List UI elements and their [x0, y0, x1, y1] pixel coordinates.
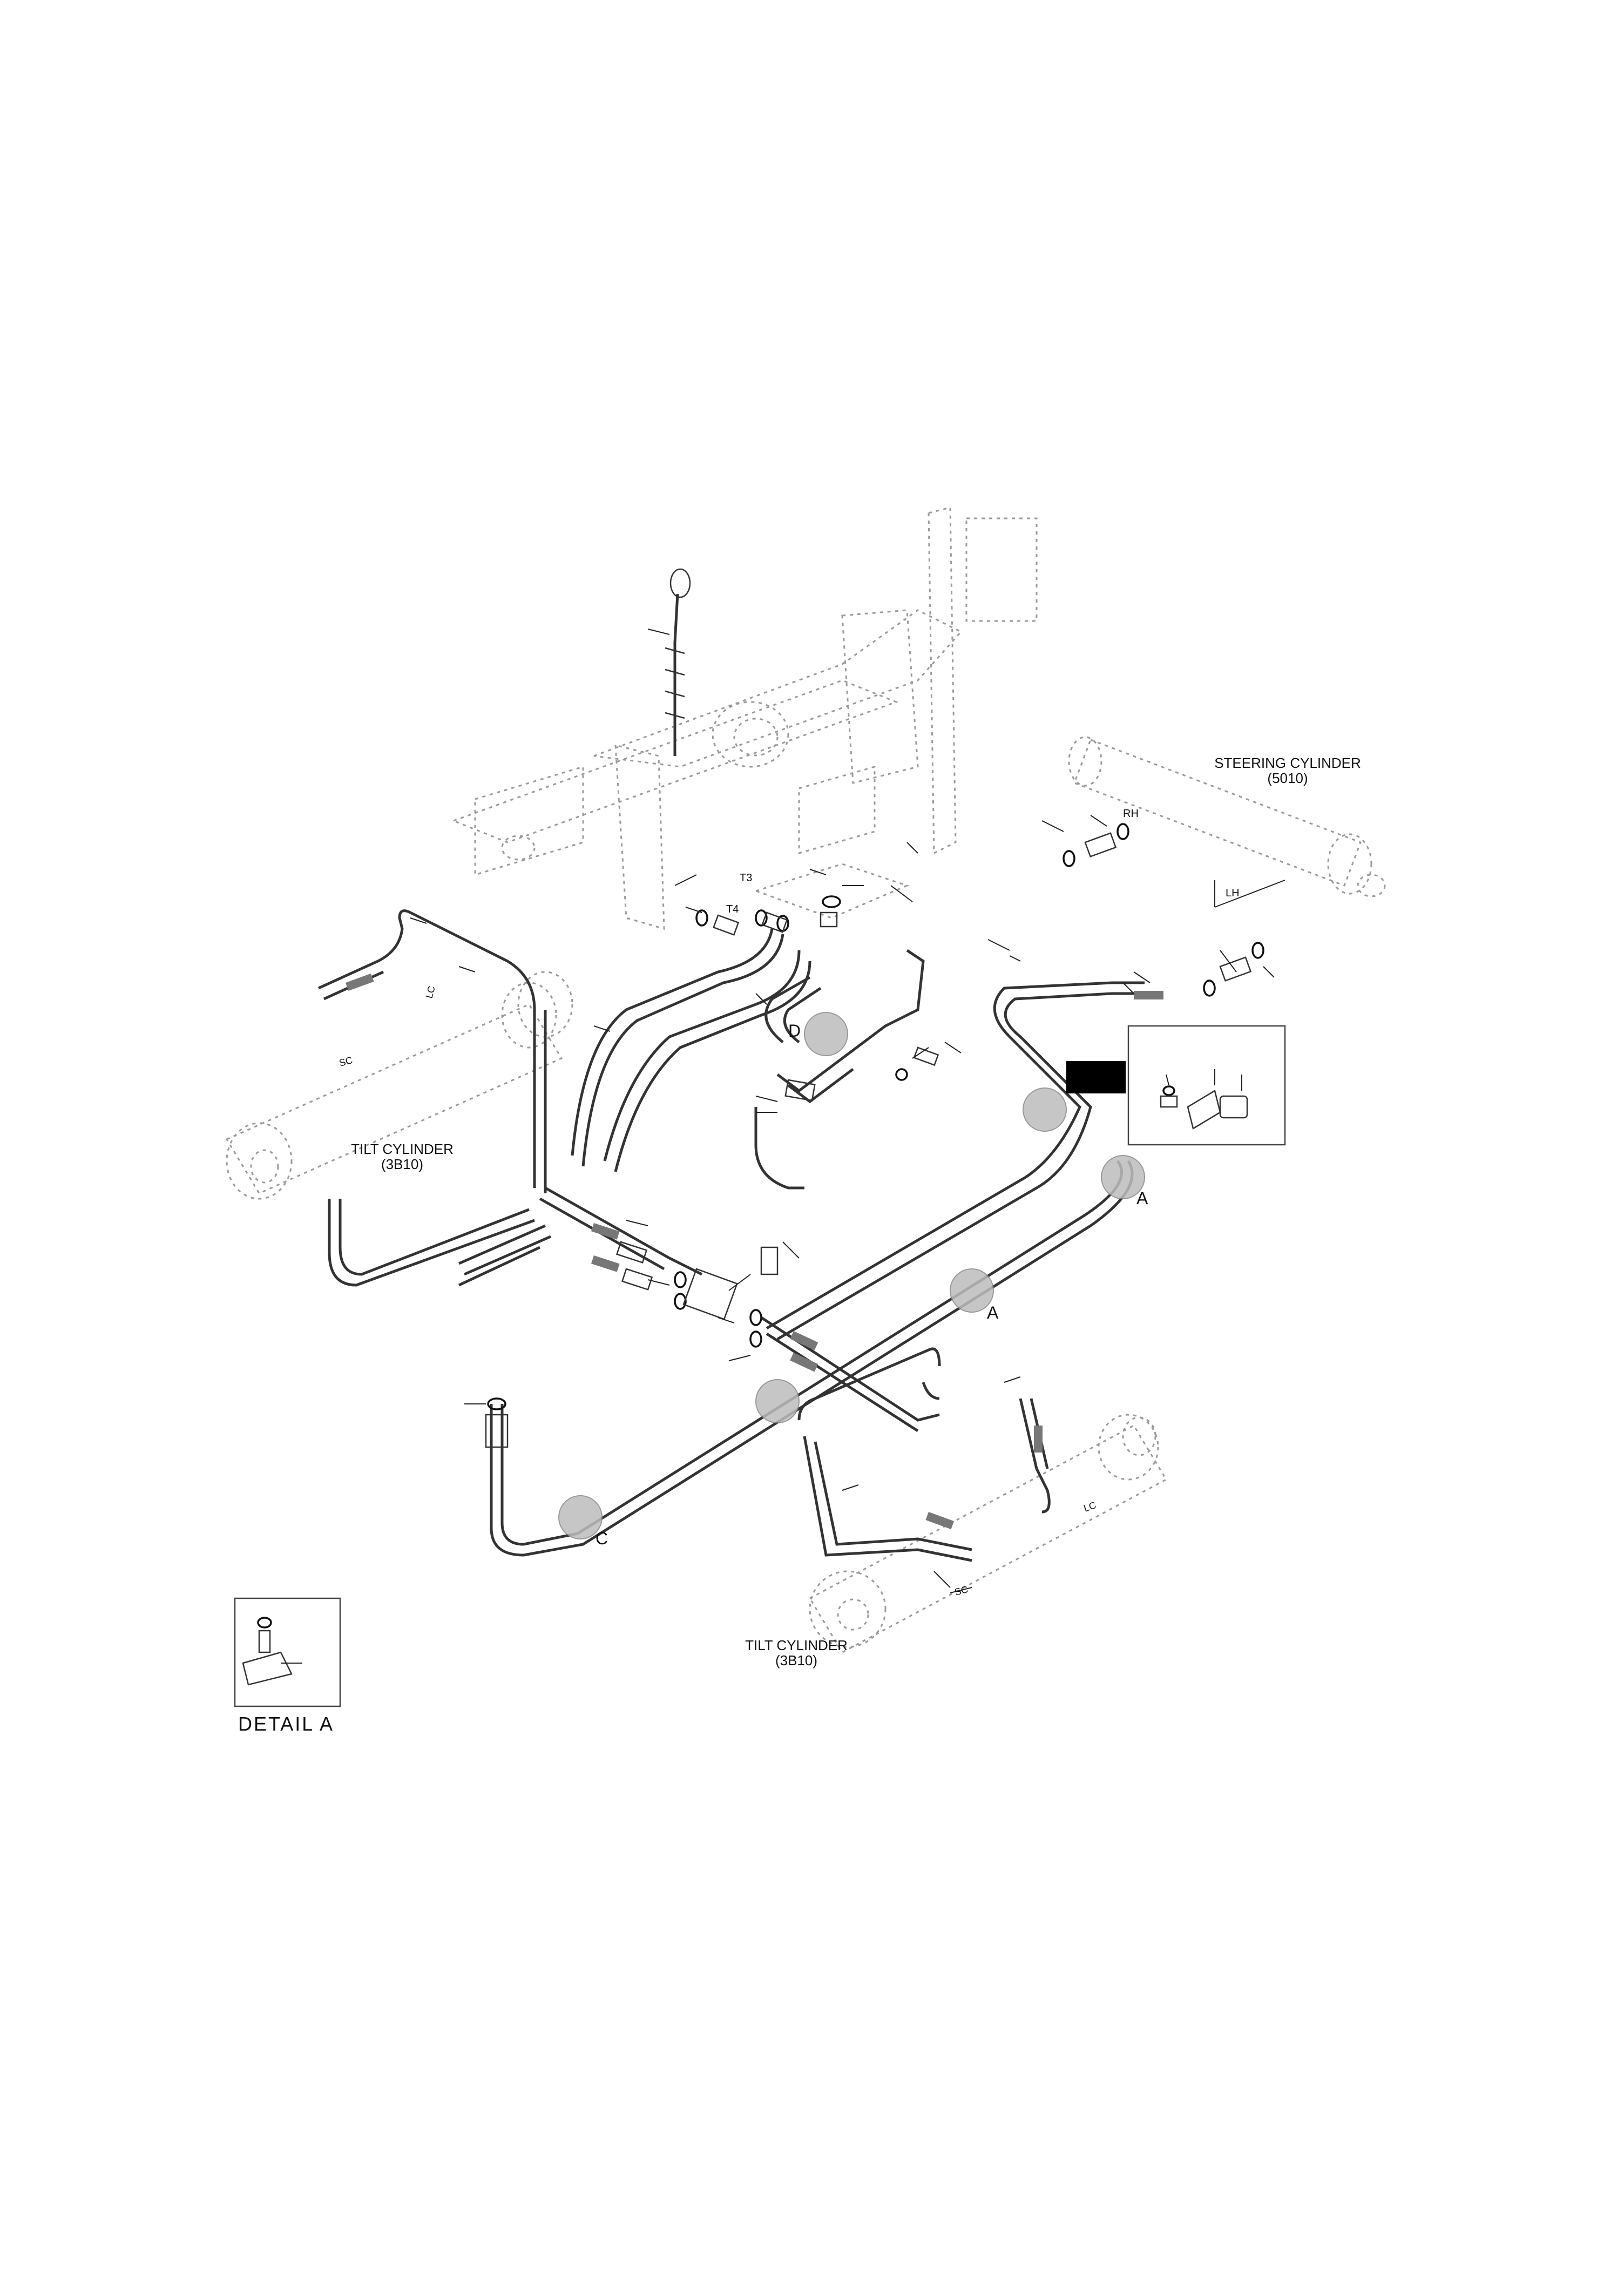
tilt-cylinder-left-label: TILT CYLINDER: [351, 1141, 454, 1157]
callout-d: D: [788, 1021, 801, 1041]
redaction-block: [1066, 1061, 1126, 1093]
callout-a-lower: A: [987, 1303, 999, 1322]
steering-cylinder-label: STEERING CYLINDER: [1214, 755, 1361, 771]
lh-label: LH: [1226, 887, 1240, 899]
pipes: [317, 909, 1145, 1562]
lc-right-label: LC: [1082, 1499, 1098, 1514]
lh-bracket: [1214, 880, 1285, 908]
text-labels: STEERING CYLINDER (5010) TILT CYLINDER (…: [238, 755, 1361, 1735]
leader-lines: [410, 815, 1275, 1593]
tilt-cylinder-bottom-code: (3B10): [775, 1652, 817, 1668]
tilt-cylinder-bottom-label: TILT CYLINDER: [745, 1637, 848, 1653]
callout-markers: [558, 1012, 1145, 1539]
hatched-fittings: [346, 973, 1163, 1530]
t3-label: T3: [740, 872, 752, 884]
steering-detail-box: [1066, 1025, 1286, 1146]
callout-a-upper: A: [1136, 1188, 1148, 1208]
chassis-frame-ghost: [451, 506, 1038, 930]
tilt-cylinder-bottom-ghost: [808, 1414, 1168, 1653]
steering-cylinder-code: (5010): [1267, 770, 1308, 786]
fittings: [485, 832, 1252, 1448]
o-rings: [487, 823, 1264, 1410]
detail-a-label: DETAIL A: [238, 1713, 334, 1735]
dipstick: [647, 568, 691, 756]
t4-label: T4: [726, 903, 739, 915]
detail-a-box: [234, 1597, 341, 1707]
sc-bottom-label: SC: [953, 1584, 969, 1598]
sc-left-label: SC: [338, 1055, 354, 1069]
lc-left-label: LC: [424, 985, 437, 999]
rh-label: RH: [1123, 808, 1139, 820]
callout-c: C: [596, 1529, 608, 1548]
steering-cylinder-ghost: [1068, 736, 1386, 897]
tilt-cylinder-left-code: (3B10): [381, 1156, 423, 1172]
